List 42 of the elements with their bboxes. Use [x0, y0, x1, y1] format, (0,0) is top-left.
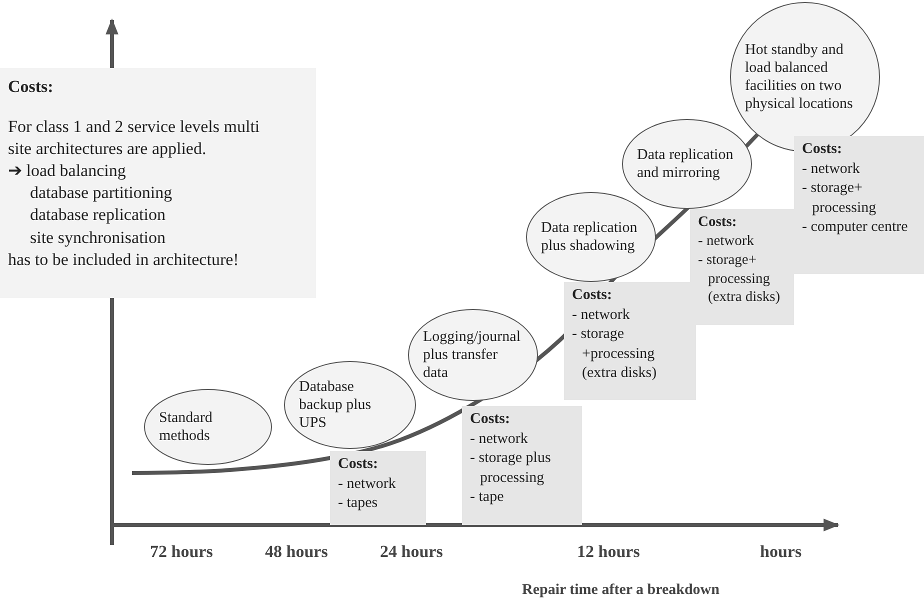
cost-item: - computer centre	[802, 218, 909, 237]
note-text: has to be included in architecture!	[8, 248, 240, 271]
axis-tick-label: hours	[760, 542, 802, 562]
note-text: database partitioning	[29, 182, 174, 204]
cost-box	[794, 136, 924, 274]
cost-heading: Costs:	[802, 140, 843, 159]
cost-box	[330, 451, 426, 525]
axis-tick-label: 72 hours	[150, 542, 213, 562]
cost-item: - storage+ processing	[802, 179, 878, 218]
cost-item: - network	[802, 160, 861, 178]
method-label: Standard methods	[159, 409, 214, 445]
cost-item: - network	[338, 474, 397, 494]
cost-box	[690, 209, 794, 325]
method-label: Data replication and mirroring	[637, 146, 734, 182]
cost-item: - storage +processing (extra disks)	[572, 325, 658, 383]
method-label: Hot standby and load balanced facilities on two physical locations	[745, 41, 854, 113]
cost-heading: Costs:	[338, 455, 379, 474]
cost-item: - storage+ processing (extra disks)	[698, 250, 782, 308]
cost-heading: Costs:	[8, 76, 54, 98]
axis-title: Repair time after a breakdown	[522, 582, 720, 599]
axis-tick-label: 12 hours	[577, 542, 640, 562]
cost-item: - network	[572, 306, 631, 324]
cost-item: - network	[470, 430, 529, 448]
cost-item: - network	[698, 232, 755, 251]
cost-heading: Costs:	[572, 286, 613, 305]
note-text: ➔ load balancing	[8, 160, 127, 182]
cost-item: - tape	[470, 488, 505, 507]
method-label: Database backup plus UPS	[299, 378, 372, 432]
cost-item: - tapes	[338, 494, 379, 513]
method-label: Data replication plus shadowing	[541, 219, 638, 255]
note-text: For class 1 and 2 service levels multi site architectures are applied.	[8, 116, 261, 160]
axis-tick-label: 24 hours	[380, 542, 443, 562]
cost-item: - storage plus processing	[470, 449, 552, 488]
axis-tick-label: 48 hours	[265, 542, 328, 562]
note-text: site synchronisation	[29, 226, 167, 249]
cost-heading: Costs:	[470, 410, 511, 429]
method-label: Logging/journal plus transfer data	[423, 328, 522, 382]
cost-box	[462, 406, 582, 525]
cost-box	[564, 282, 696, 400]
cost-heading: Costs:	[698, 213, 738, 232]
note-text: database replication	[29, 204, 166, 226]
cost-note-panel	[0, 68, 316, 298]
